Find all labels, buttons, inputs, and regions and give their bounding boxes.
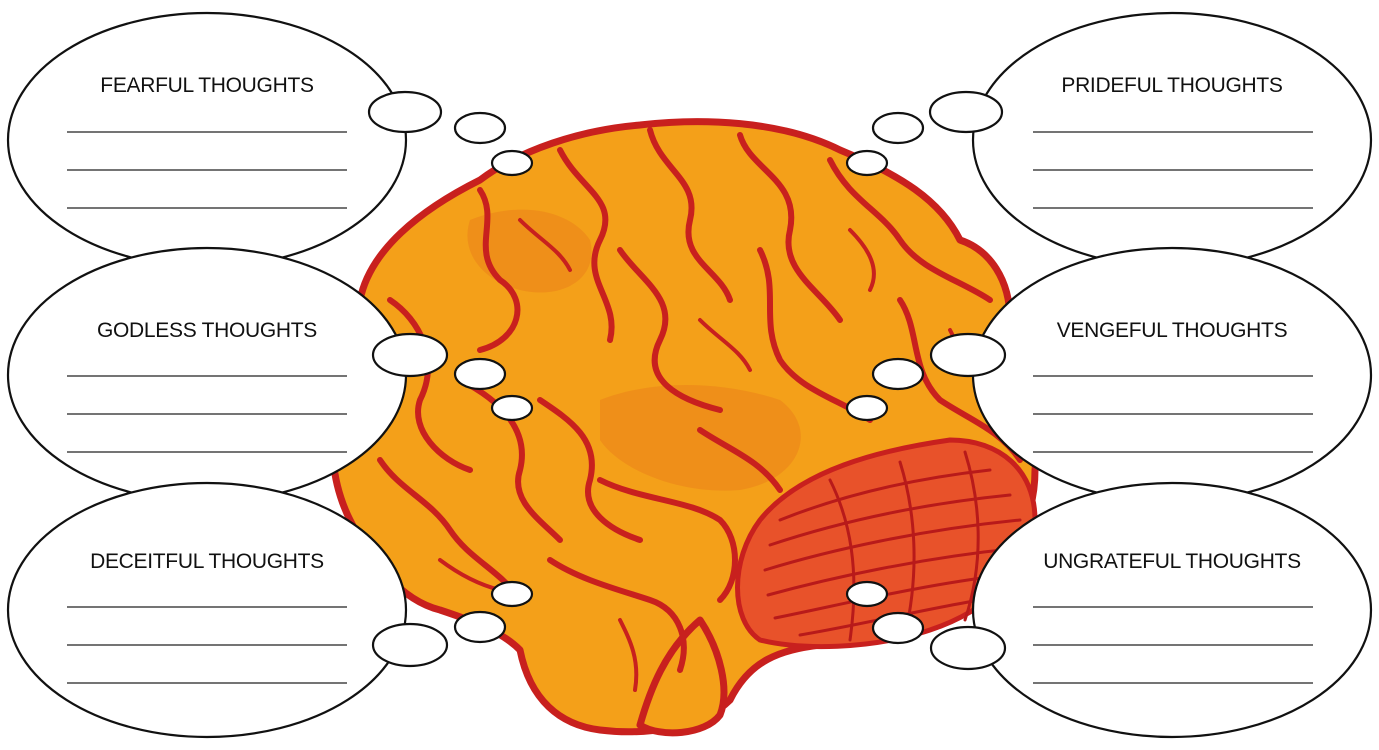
thought-dot-large (371, 332, 449, 378)
thought-dot-large (371, 622, 449, 668)
bubble-deceitful: DECEITFUL THOUGHTS (6, 481, 534, 739)
brain-illustration (328, 118, 1040, 737)
thought-dot-large (928, 90, 1004, 134)
thought-dot-medium (871, 357, 925, 391)
thought-dot-medium (453, 111, 507, 145)
bubble-title: VENGEFUL THOUGHTS (1057, 319, 1288, 342)
bubble-outline (971, 246, 1373, 504)
bubble-outline (971, 481, 1373, 739)
thought-dot-medium (453, 357, 507, 391)
bubble-title: PRIDEFUL THOUGHTS (1061, 74, 1283, 97)
bubble-outline (971, 11, 1373, 269)
bubble-title: UNGRATEFUL THOUGHTS (1043, 550, 1301, 573)
bubble-title: GODLESS THOUGHTS (97, 319, 317, 342)
thought-dot-medium (871, 611, 925, 645)
thought-dot-small (845, 149, 889, 177)
bubble-ungrateful: UNGRATEFUL THOUGHTS (845, 481, 1373, 739)
brain-stem (636, 616, 728, 737)
bubble-godless: GODLESS THOUGHTS (6, 246, 534, 504)
bubble-outline (6, 11, 408, 269)
thought-dot-small (490, 394, 534, 422)
thought-dot-medium (453, 610, 507, 644)
thought-dot-small (845, 394, 889, 422)
bubble-outline (6, 246, 408, 504)
thought-dot-large (367, 90, 443, 134)
bubble-fearful: FEARFUL THOUGHTS (6, 11, 534, 269)
bubble-outline (6, 481, 408, 739)
thought-dot-medium (871, 111, 925, 145)
thought-dot-small (490, 149, 534, 177)
bubble-title: FEARFUL THOUGHTS (100, 74, 314, 97)
thought-dot-large (929, 332, 1007, 378)
thought-dot-large (929, 625, 1007, 671)
thought-dot-small (845, 580, 889, 608)
bubble-vengeful: VENGEFUL THOUGHTS (845, 246, 1373, 504)
bubble-title: DECEITFUL THOUGHTS (90, 550, 324, 573)
thought-dot-small (490, 580, 534, 608)
